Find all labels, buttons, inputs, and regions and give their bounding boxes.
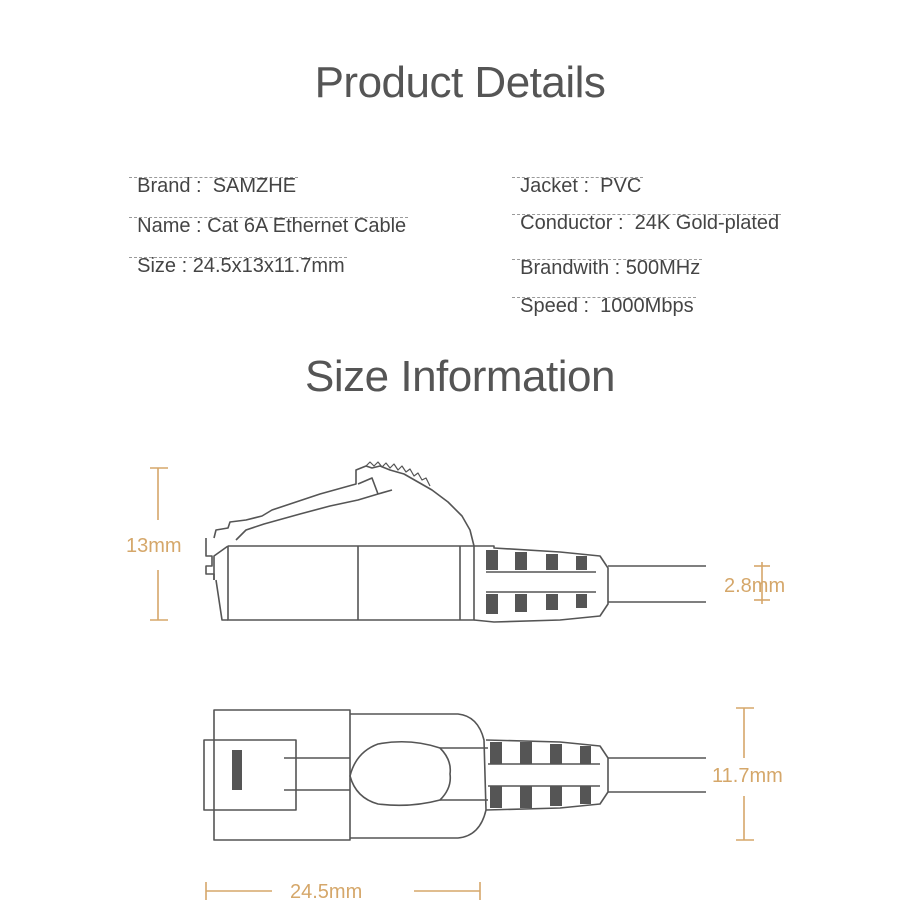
spec-bandwidth-text: Brandwith : 500MHz (520, 257, 701, 279)
product-details-title: Product Details (314, 58, 606, 107)
dim-cable-label: 2.8mm (724, 575, 785, 597)
dimension-lines (150, 467, 770, 900)
spec-jacket-text: Jacket : PVC (520, 175, 642, 197)
spec-underline (129, 177, 299, 178)
top-boot (485, 739, 609, 811)
side-latch-outline (213, 465, 475, 547)
top-bulb (349, 740, 452, 807)
spec-underline (512, 177, 644, 178)
spec-brand: Brand : SAMZHE (126, 150, 299, 222)
side-boot (473, 545, 609, 623)
dim-length-label: 24.5mm (290, 881, 362, 903)
dim-width-label: 11.7mm (712, 765, 783, 787)
spec-speed-text: Speed : 1000Mbps (520, 295, 694, 317)
spec-jacket: Jacket : PVC (509, 150, 644, 222)
top-plug-body (213, 709, 351, 841)
top-latch-strip (284, 757, 350, 791)
spec-underline (512, 214, 782, 215)
top-housing (350, 713, 487, 839)
side-clip-edge (205, 538, 215, 580)
top-view-connector (203, 709, 706, 841)
top-plug-tab (203, 739, 297, 811)
spec-name: Name : Cat 6A Ethernet Cable (126, 190, 409, 262)
side-body-bottom-front (215, 579, 228, 621)
spec-brand-text: Brand : SAMZHE (137, 175, 297, 197)
spec-underline (129, 257, 347, 258)
side-body (227, 545, 475, 621)
side-boot-ribs (486, 550, 587, 614)
side-latch-teeth (365, 461, 431, 487)
top-boot-ribs (490, 742, 591, 808)
side-latch-inner (235, 489, 393, 541)
spec-size-text: Size : 24.5x13x11.7mm (137, 255, 345, 277)
spec-speed: Speed : 1000Mbps (509, 270, 696, 342)
side-body-front (213, 545, 229, 580)
dim-height-label: 13mm (126, 535, 182, 557)
top-bulb-neck (440, 747, 488, 801)
top-plug-slot (232, 750, 242, 790)
side-latch-tip (357, 477, 379, 495)
spec-underline (512, 297, 696, 298)
spec-underline (512, 259, 703, 260)
side-cable (608, 565, 706, 603)
side-view-connector (205, 461, 706, 623)
spec-name-text: Name : Cat 6A Ethernet Cable (137, 215, 407, 237)
spec-conductor-text: Conductor : 24K Gold-plated (520, 212, 780, 234)
size-information-title: Size Information (305, 352, 615, 401)
spec-bandwidth: Brandwith : 500MHz (509, 232, 703, 304)
spec-conductor: Conductor : 24K Gold-plated (509, 187, 782, 259)
spec-underline (129, 217, 409, 218)
spec-size: Size : 24.5x13x11.7mm (126, 230, 347, 302)
top-cable (608, 757, 706, 793)
